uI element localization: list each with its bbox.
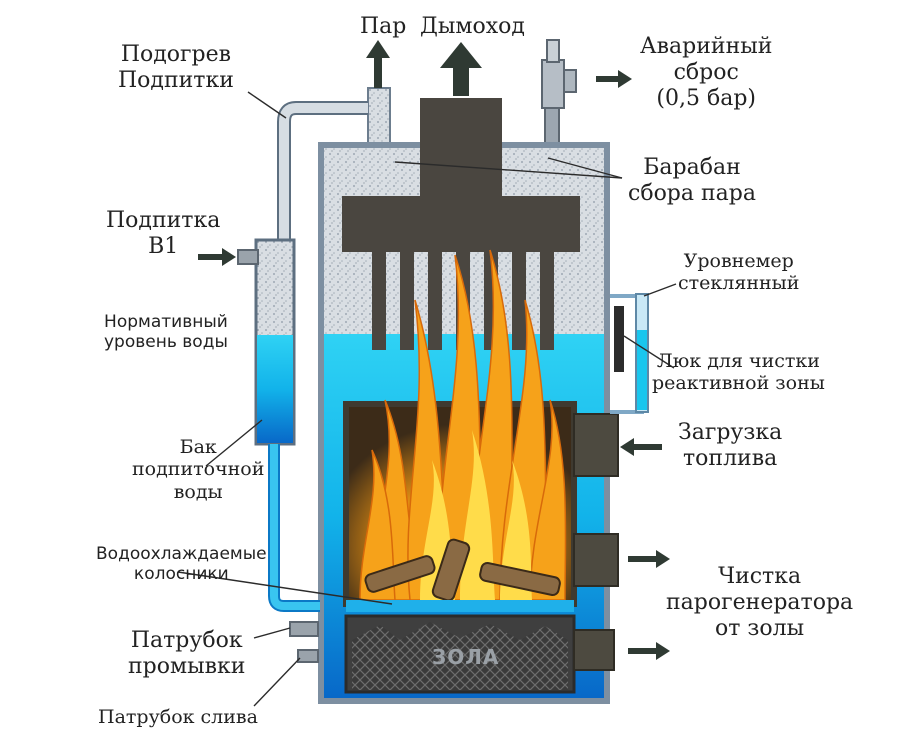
- ash-heap: [352, 622, 568, 690]
- drain-pipe-label: Патрубок слива: [98, 706, 258, 728]
- steam-label: Пар: [360, 14, 407, 39]
- steam-arrow: [366, 40, 390, 88]
- chimney-label: Дымоход: [420, 14, 525, 39]
- makeup-water-tank: [254, 238, 296, 446]
- makeup-inlet-pipe: [237, 249, 259, 265]
- makeup-b1-arrow: [198, 248, 236, 266]
- steam-outlet-pipe: [367, 87, 391, 149]
- flush-pipe: [289, 621, 319, 637]
- cleaning-arrow: [628, 550, 670, 568]
- emergency-arrow: [596, 70, 632, 88]
- makeup-heating-pipe: [277, 101, 368, 242]
- water-cooled-grates: [346, 600, 574, 612]
- ash-pan-door[interactable]: [573, 629, 615, 671]
- ash-cleaning-door[interactable]: [573, 533, 619, 587]
- callout-lines: [177, 91, 677, 707]
- ash-arrow: [628, 642, 670, 660]
- chimney-arrow: [440, 42, 482, 96]
- fuel-loading-arrow: [620, 438, 662, 456]
- level-gauge: [610, 293, 649, 414]
- cleaning-hatch[interactable]: [614, 306, 624, 372]
- fuel-loading-door[interactable]: [573, 413, 619, 477]
- relief-valve: [541, 39, 577, 147]
- drain-pipe: [297, 649, 319, 663]
- chimney: [342, 98, 580, 350]
- ash-label: ЗОЛА: [432, 645, 500, 669]
- feed-pipe: [268, 444, 320, 612]
- firewood-logs: [364, 538, 561, 602]
